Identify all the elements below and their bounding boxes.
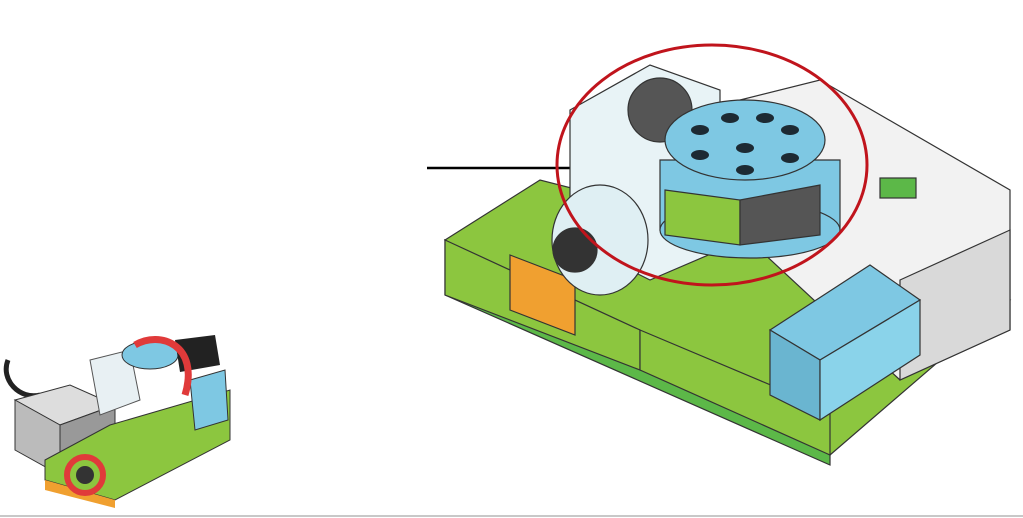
bottom-divider [0,515,1023,517]
turntable-studs [691,113,799,175]
main-model [443,64,1012,466]
highlight-circle [555,43,869,287]
thumbnail-model [3,335,231,508]
